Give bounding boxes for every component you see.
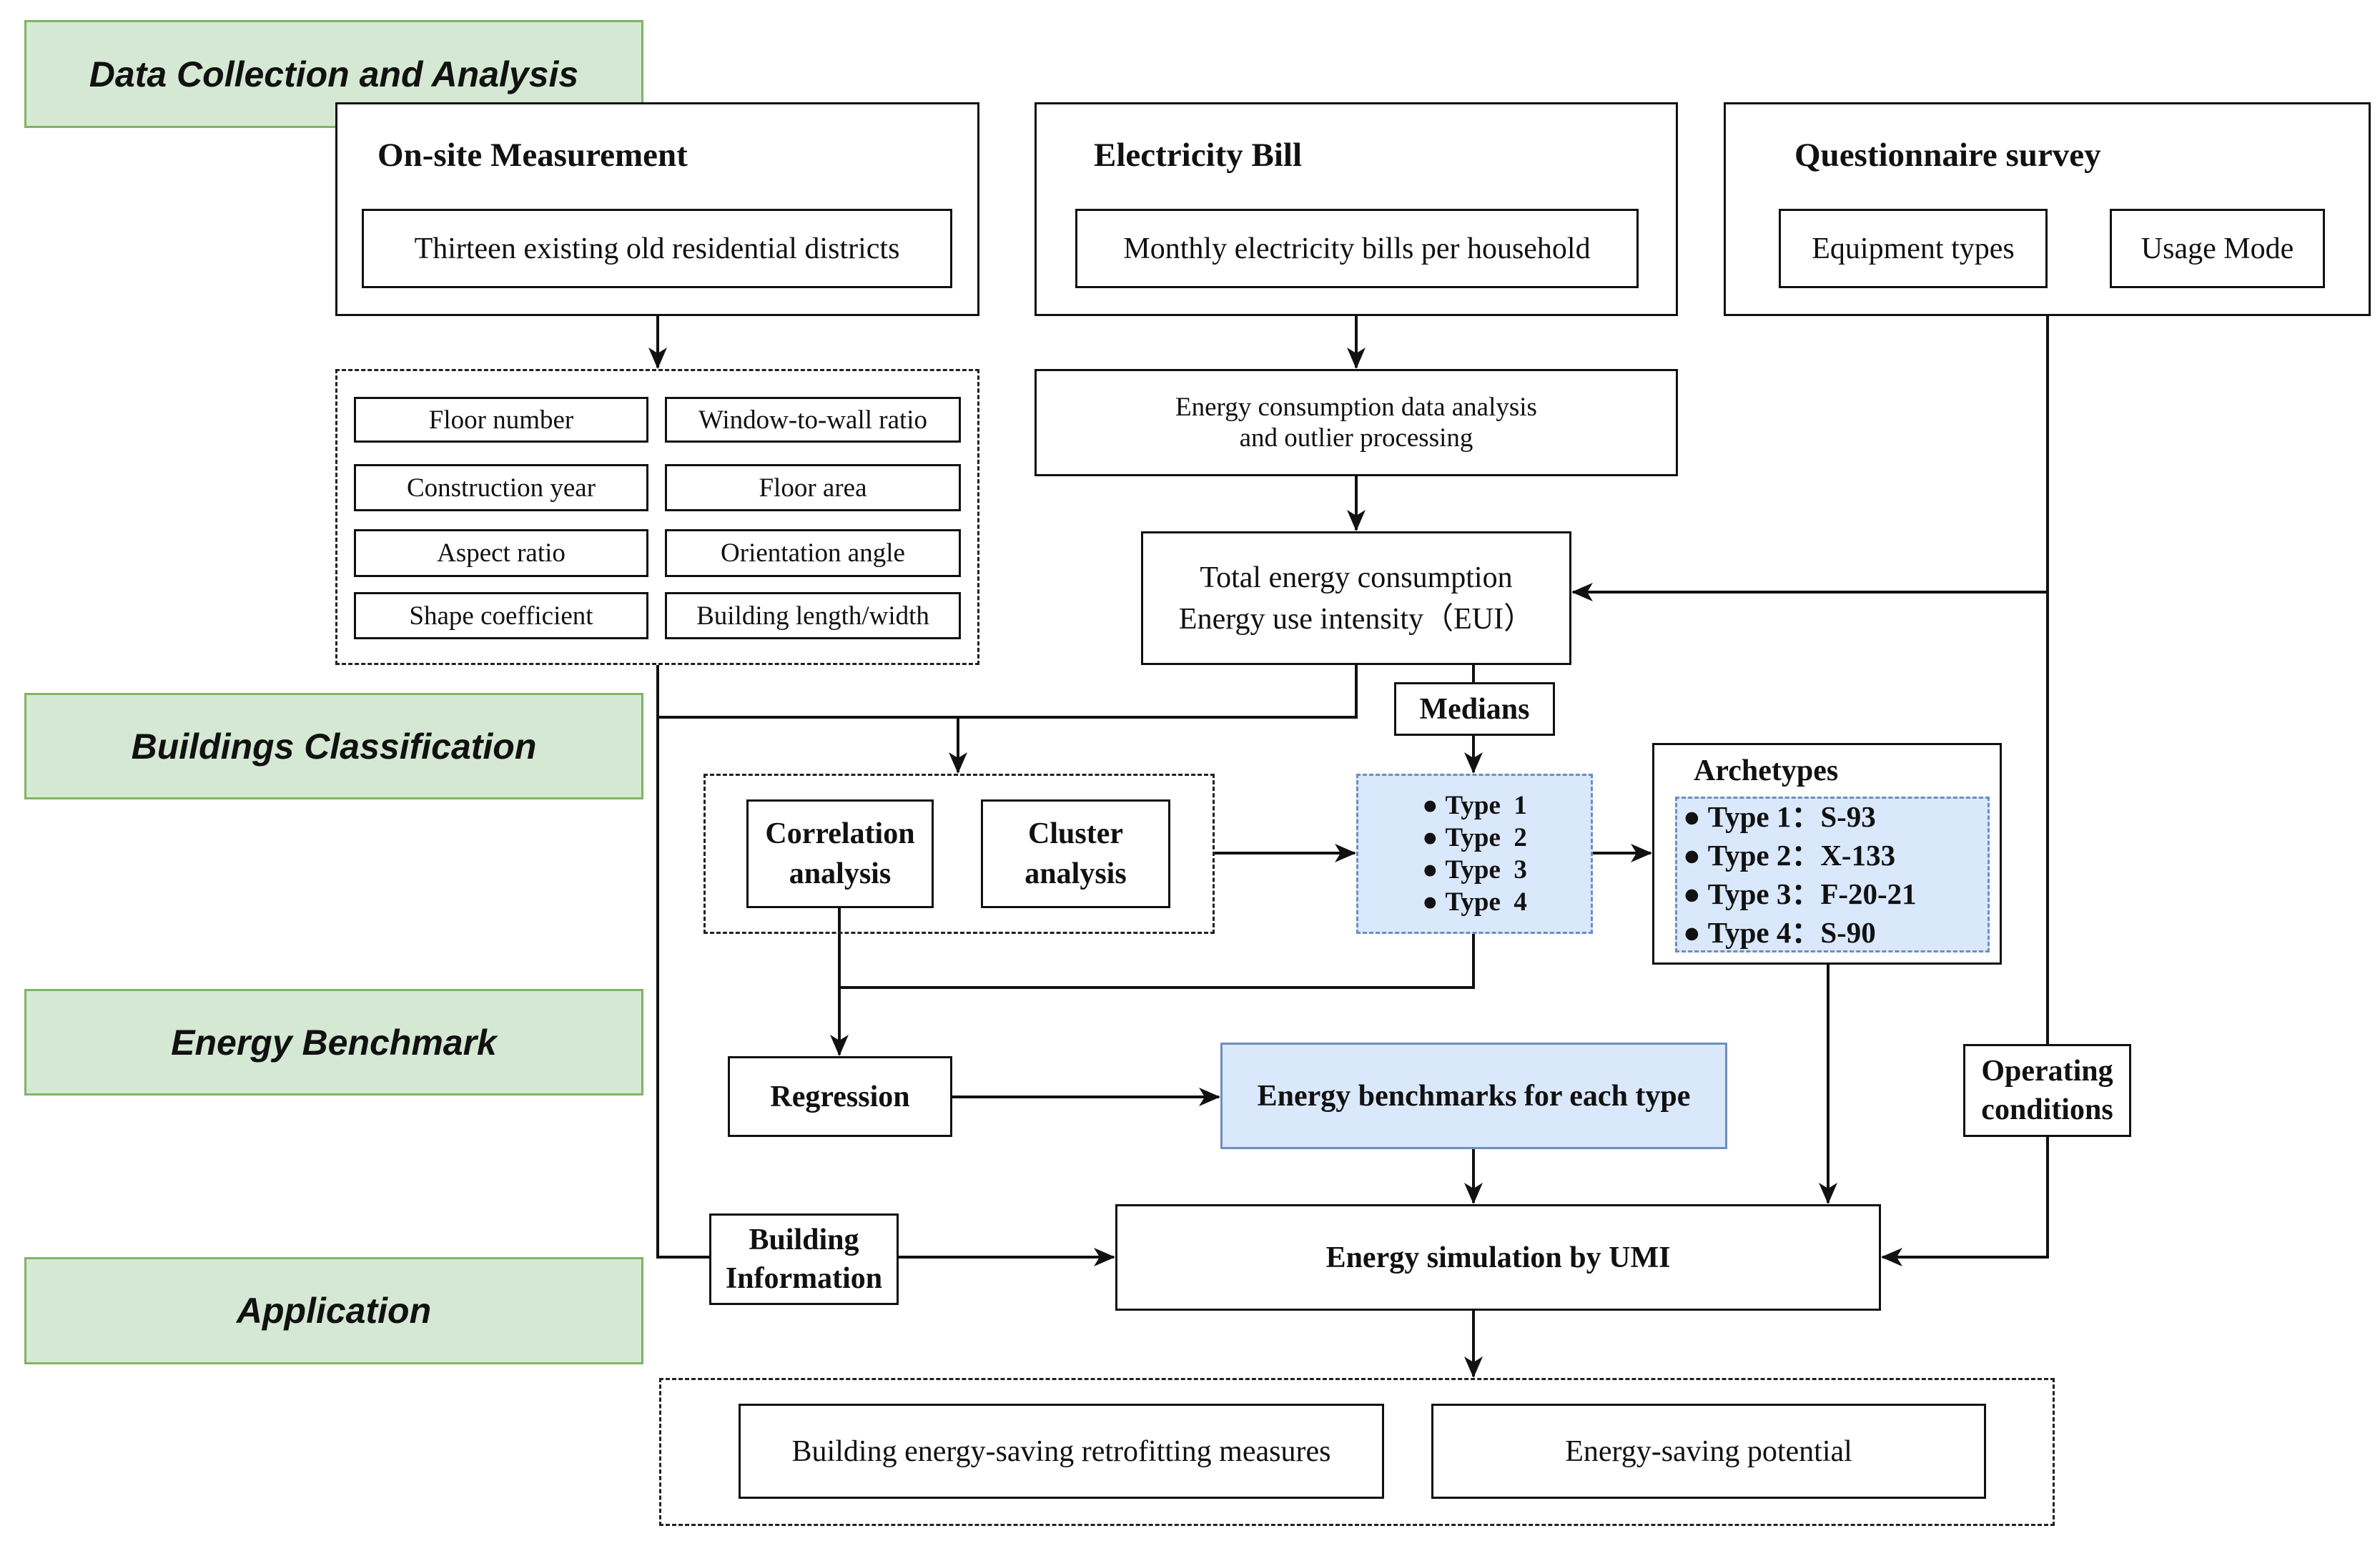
energy-saving-potential-box: Energy-saving potential [1431, 1404, 1986, 1499]
feature-aspect-ratio: Aspect ratio [354, 529, 648, 577]
feature-building-length-width: Building length/width [665, 592, 961, 639]
analysis-line1: Energy consumption data analysis [1175, 393, 1537, 422]
survey-equipment-types: Equipment types [1779, 209, 2048, 288]
operating-line2: conditions [1981, 1093, 2113, 1126]
electricity-bill-box: Electricity Bill Monthly electricity bil… [1035, 102, 1678, 316]
bill-title: Electricity Bill [1094, 137, 1303, 174]
archetype-4: Type 4：S-90 [1683, 913, 1917, 952]
feature-window-to-wall-ratio: Window-to-wall ratio [665, 397, 961, 443]
operating-line1: Operating [1981, 1055, 2113, 1088]
medians-box: Medians [1394, 682, 1555, 736]
cluster-line2: analysis [1024, 857, 1127, 890]
umi-simulation-box: Energy simulation by UMI [1115, 1204, 1881, 1311]
feature-floor-area: Floor area [665, 464, 961, 511]
regression-box: Regression [728, 1056, 952, 1137]
building-features-group [335, 369, 979, 665]
feature-construction-year: Construction year [354, 464, 648, 511]
operating-conditions-box: Operating conditions [1963, 1044, 2131, 1137]
bill-item: Monthly electricity bills per household [1075, 209, 1639, 288]
energy-benchmarks-box: Energy benchmarks for each type [1220, 1043, 1727, 1149]
stage-energy-benchmark: Energy Benchmark [24, 989, 643, 1095]
type-4: Type 4 [1422, 886, 1526, 918]
total-line1: Total energy consumption [1200, 561, 1513, 594]
outputs-group [659, 1378, 2055, 1526]
archetypes-list: Type 1：S-93Type 2：X-133Type 3：F-20-21Typ… [1675, 797, 1990, 952]
line-types-to-regression [839, 934, 1475, 989]
arrow-operating-to-umi [1881, 1137, 2049, 1266]
survey-title: Questionnaire survey [1794, 137, 2101, 174]
onsite-item: Thirteen existing old residential distri… [362, 209, 952, 288]
archetypes-box: Archetypes Type 1：S-93Type 2：X-133Type 3… [1652, 743, 2002, 965]
types-box: Type 1Type 2Type 3Type 4 [1356, 774, 1593, 934]
building-info-line2: Information [725, 1262, 883, 1295]
building-info-line1: Building [749, 1223, 859, 1256]
correlation-line1: Correlation [765, 817, 915, 850]
onsite-title: On-site Measurement [377, 137, 688, 174]
correlation-analysis-box: Correlation analysis [746, 799, 934, 908]
analysis-line2: and outlier processing [1239, 423, 1473, 453]
onsite-measurement-box: On-site Measurement Thirteen existing ol… [335, 102, 979, 316]
type-3: Type 3 [1422, 854, 1526, 886]
cluster-analysis-box: Cluster analysis [981, 799, 1170, 908]
type-2: Type 2 [1422, 822, 1526, 854]
archetype-1: Type 1：S-93 [1683, 797, 1917, 836]
correlation-line2: analysis [789, 857, 892, 890]
feature-floor-number: Floor number [354, 397, 648, 443]
stage-buildings-classification: Buildings Classification [24, 693, 643, 799]
feature-orientation-angle: Orientation angle [665, 529, 961, 577]
total-line2: Energy use intensity（EUI） [1178, 602, 1534, 636]
cluster-line1: Cluster [1028, 817, 1123, 850]
feature-shape-coefficient: Shape coefficient [354, 592, 648, 639]
questionnaire-box: Questionnaire survey Equipment types Usa… [1724, 102, 2371, 316]
survey-usage-mode: Usage Mode [2110, 209, 2325, 288]
archetype-2: Type 2：X-133 [1683, 836, 1917, 875]
line-features-to-building-info [656, 665, 709, 1259]
retrofitting-measures-box: Building energy-saving retrofitting meas… [739, 1404, 1384, 1499]
archetypes-title: Archetypes [1694, 754, 1839, 787]
line-total-to-classification [658, 665, 1358, 719]
analysis-methods-group [703, 774, 1215, 934]
archetype-3: Type 3：F-20-21 [1683, 875, 1917, 913]
stage-application: Application [24, 1257, 643, 1364]
type-1: Type 1 [1422, 789, 1526, 822]
